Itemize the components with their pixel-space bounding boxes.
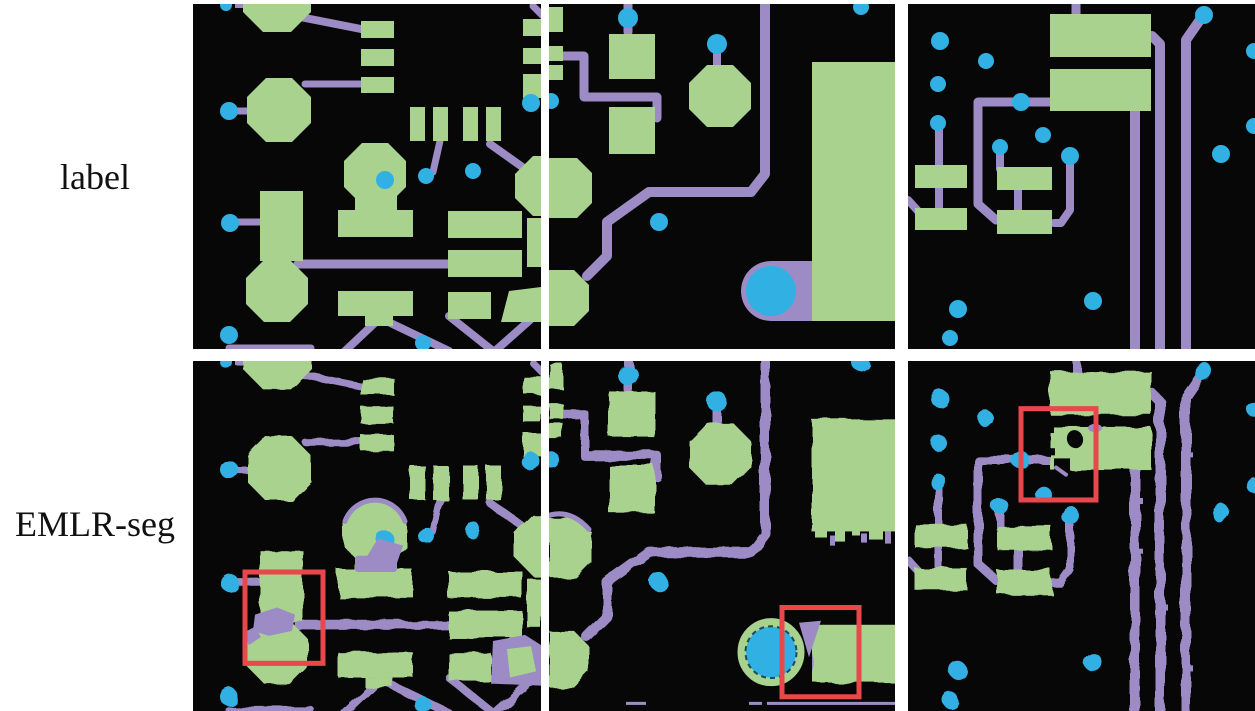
panel-emlrseg-col2 [549,361,895,711]
panel-emlrseg-col1 [193,361,541,711]
error-overlay-col3 [1018,406,1193,672]
error-overlay-col2 [549,511,895,705]
row-label-emlr-seg: EMLR-seg [15,504,175,544]
panel-label-col3 [908,4,1255,349]
panel-label-col2 [549,4,895,349]
error-highlight-box [779,604,862,700]
error-highlight-box [242,569,326,666]
error-overlay-col1 [242,497,541,686]
row-label-groundtruth: label [60,157,130,197]
panel-emlrseg-col3 [908,361,1255,711]
panel-label-col1 [193,4,541,349]
error-highlight-box [1018,406,1099,503]
